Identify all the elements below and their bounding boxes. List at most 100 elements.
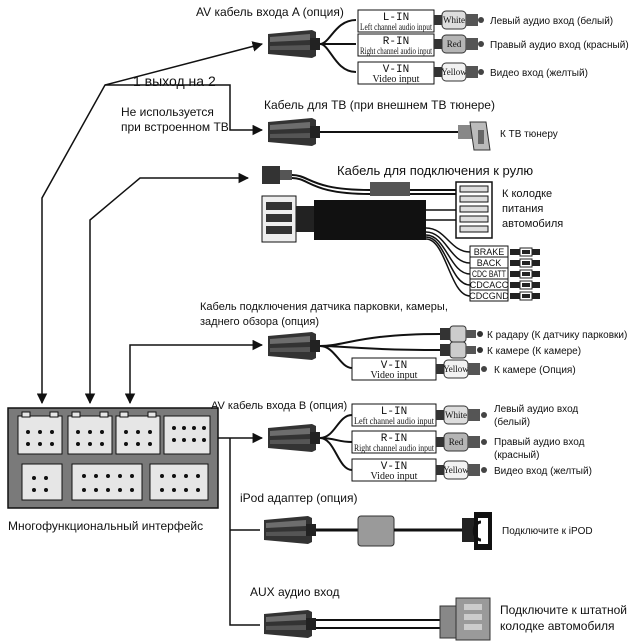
power-block-label-3: автомобиля [502, 218, 563, 230]
parking-vin-box: V-IN Video input [351, 357, 437, 381]
wheel-connector-icon [262, 166, 292, 184]
main-harness-icon [261, 195, 426, 243]
av-a-yellow-name: Yellow [441, 67, 467, 77]
to-radar-label: К радару (К датчику парковки) [487, 330, 627, 341]
wire-brake: BRAKE [469, 245, 541, 258]
av-a-yellow-plug: Yellow [434, 62, 484, 82]
tv-plug-icon [268, 118, 320, 146]
harness-wires [425, 209, 471, 297]
connect-std-label-1: Подключите к штатной [500, 603, 627, 617]
socket-2 [67, 411, 113, 455]
wire-cdc-acc-label: CDCACC [470, 280, 509, 290]
av-a-red-name: Red [447, 39, 462, 49]
av-b-white-plug: White [436, 405, 487, 425]
av-input-a-label: AV кабель входа A (опция) [196, 5, 344, 19]
av-a-l-in-title: L-IN [383, 12, 409, 24]
av-b-white-name: White [445, 410, 467, 420]
not-used-label-2: при встроенном ТВ [121, 120, 229, 134]
av-a-r-in-sub: Right channel audio input [360, 46, 432, 56]
av-a-v-in-title: V-IN [383, 64, 409, 76]
av-b-l-in-title: L-IN [381, 406, 407, 418]
av-a-r-in-box: R-IN Right channel audio input [357, 33, 435, 57]
connect-ipod-label: Подключите к iPOD [502, 526, 593, 537]
socket-7 [149, 463, 209, 501]
parking-cable-label-2: заднего обзора (опция) [200, 316, 319, 328]
socket-1 [17, 411, 63, 455]
aux-plug-icon [264, 610, 316, 638]
av-a-v-in-sub: Video input [373, 74, 420, 85]
parking-yellow-plug: Yellow [436, 359, 487, 379]
to-tv-tuner-label: К ТВ тюнеру [500, 129, 558, 140]
power-block-label-1: К колодке [502, 188, 552, 200]
multifunction-module [7, 407, 219, 509]
wire-back: BACK [469, 256, 541, 269]
av-b-left-desc-2: (белый) [494, 416, 530, 428]
parking-yellow-name: Yellow [443, 364, 469, 374]
wire-cdc-batt-label: CDC BATT [472, 269, 506, 279]
socket-3 [115, 411, 161, 455]
aux-std-connector-icon [439, 597, 491, 641]
ipod-dock-connector-icon [462, 512, 492, 550]
parking-wires [319, 333, 441, 369]
av-a-plug-icon [268, 30, 320, 58]
socket-4 [163, 415, 211, 455]
aux-input-label: AUX аудио вход [250, 585, 340, 599]
av-a-v-in-box: V-IN Video input [357, 61, 435, 85]
to-camera-label: К камере (К камере) [487, 346, 581, 357]
av-b-r-in-title: R-IN [381, 433, 407, 445]
wheel-cable-label: Кабель для подключения к рулю [337, 163, 533, 178]
av-b-l-in-sub: Left channel audio input [354, 416, 434, 426]
av-a-r-in-title: R-IN [383, 36, 409, 48]
av-b-l-in-box: L-IN Left channel audio input [351, 403, 437, 427]
ipod-plug-icon [264, 516, 316, 544]
av-a-wires [319, 19, 357, 73]
wire-back-label: BACK [477, 258, 502, 268]
av-b-wires [319, 414, 353, 471]
tv-tuner-plug-icon [458, 121, 491, 151]
wire-brake-label: BRAKE [474, 247, 505, 257]
power-block-label-2: питания [502, 203, 543, 215]
power-block-icon [455, 181, 493, 239]
av-b-yellow-plug: Yellow [436, 460, 487, 480]
av-b-plug-icon [268, 424, 320, 452]
av-b-v-in-sub: Video input [371, 471, 418, 482]
av-b-left-desc-1: Левый аудио вход [494, 404, 578, 415]
wire-cdc-batt: CDC BATT [469, 267, 541, 280]
av-b-right-desc-1: Правый аудио вход [494, 437, 585, 448]
av-a-white-plug: White [434, 10, 484, 30]
socket-6 [71, 463, 143, 501]
av-b-r-in-box: R-IN Right channel audio input [351, 430, 437, 454]
wire-cdc-gnd-label: CDCGND [469, 291, 509, 301]
radar-connector-icon [440, 325, 483, 343]
av-b-video-desc: Видео вход (желтый) [494, 466, 592, 477]
wire-cdc-acc: CDCACC [469, 278, 541, 291]
ipod-adapter-box [357, 515, 395, 547]
wheel-wires-top [291, 174, 456, 195]
tv-cable-label: Кабель для ТВ (при внешнем ТВ тюнере) [264, 98, 495, 112]
parking-cable-label-1: Кабель подключения датчика парковки, кам… [200, 301, 448, 313]
av-b-r-in-sub: Right channel audio input [354, 443, 434, 453]
aux-wires [316, 619, 440, 629]
av-a-right-desc: Правый аудио вход (красный) [490, 40, 629, 51]
av-a-l-in-box: L-IN Left channel audio input [357, 9, 435, 33]
ipod-adapter-label: iPod адаптер (опция) [240, 491, 357, 505]
av-b-red-name: Red [449, 437, 464, 447]
parking-vin-title: V-IN [381, 360, 407, 372]
av-input-b-label: AV кабель входа B (опция) [211, 400, 347, 412]
av-a-white-name: White [443, 15, 465, 25]
av-b-v-in-title: V-IN [381, 461, 407, 473]
av-b-yellow-name: Yellow [443, 465, 469, 475]
av-b-v-in-box: V-IN Video input [351, 458, 437, 482]
wheel-inline-block [370, 182, 410, 196]
av-b-red-plug: Red [436, 432, 487, 452]
av-b-right-desc-2: (красный) [494, 450, 539, 461]
parking-vin-sub: Video input [371, 370, 418, 381]
to-camera-opt-label: К камере (Опция) [494, 365, 576, 376]
parking-plug-icon [268, 332, 320, 360]
camera-connector-icon [440, 341, 483, 359]
av-a-red-plug: Red [434, 34, 484, 54]
av-a-video-desc: Видео вход (желтый) [490, 68, 588, 79]
av-a-left-desc: Левый аудио вход (белый) [490, 15, 613, 27]
